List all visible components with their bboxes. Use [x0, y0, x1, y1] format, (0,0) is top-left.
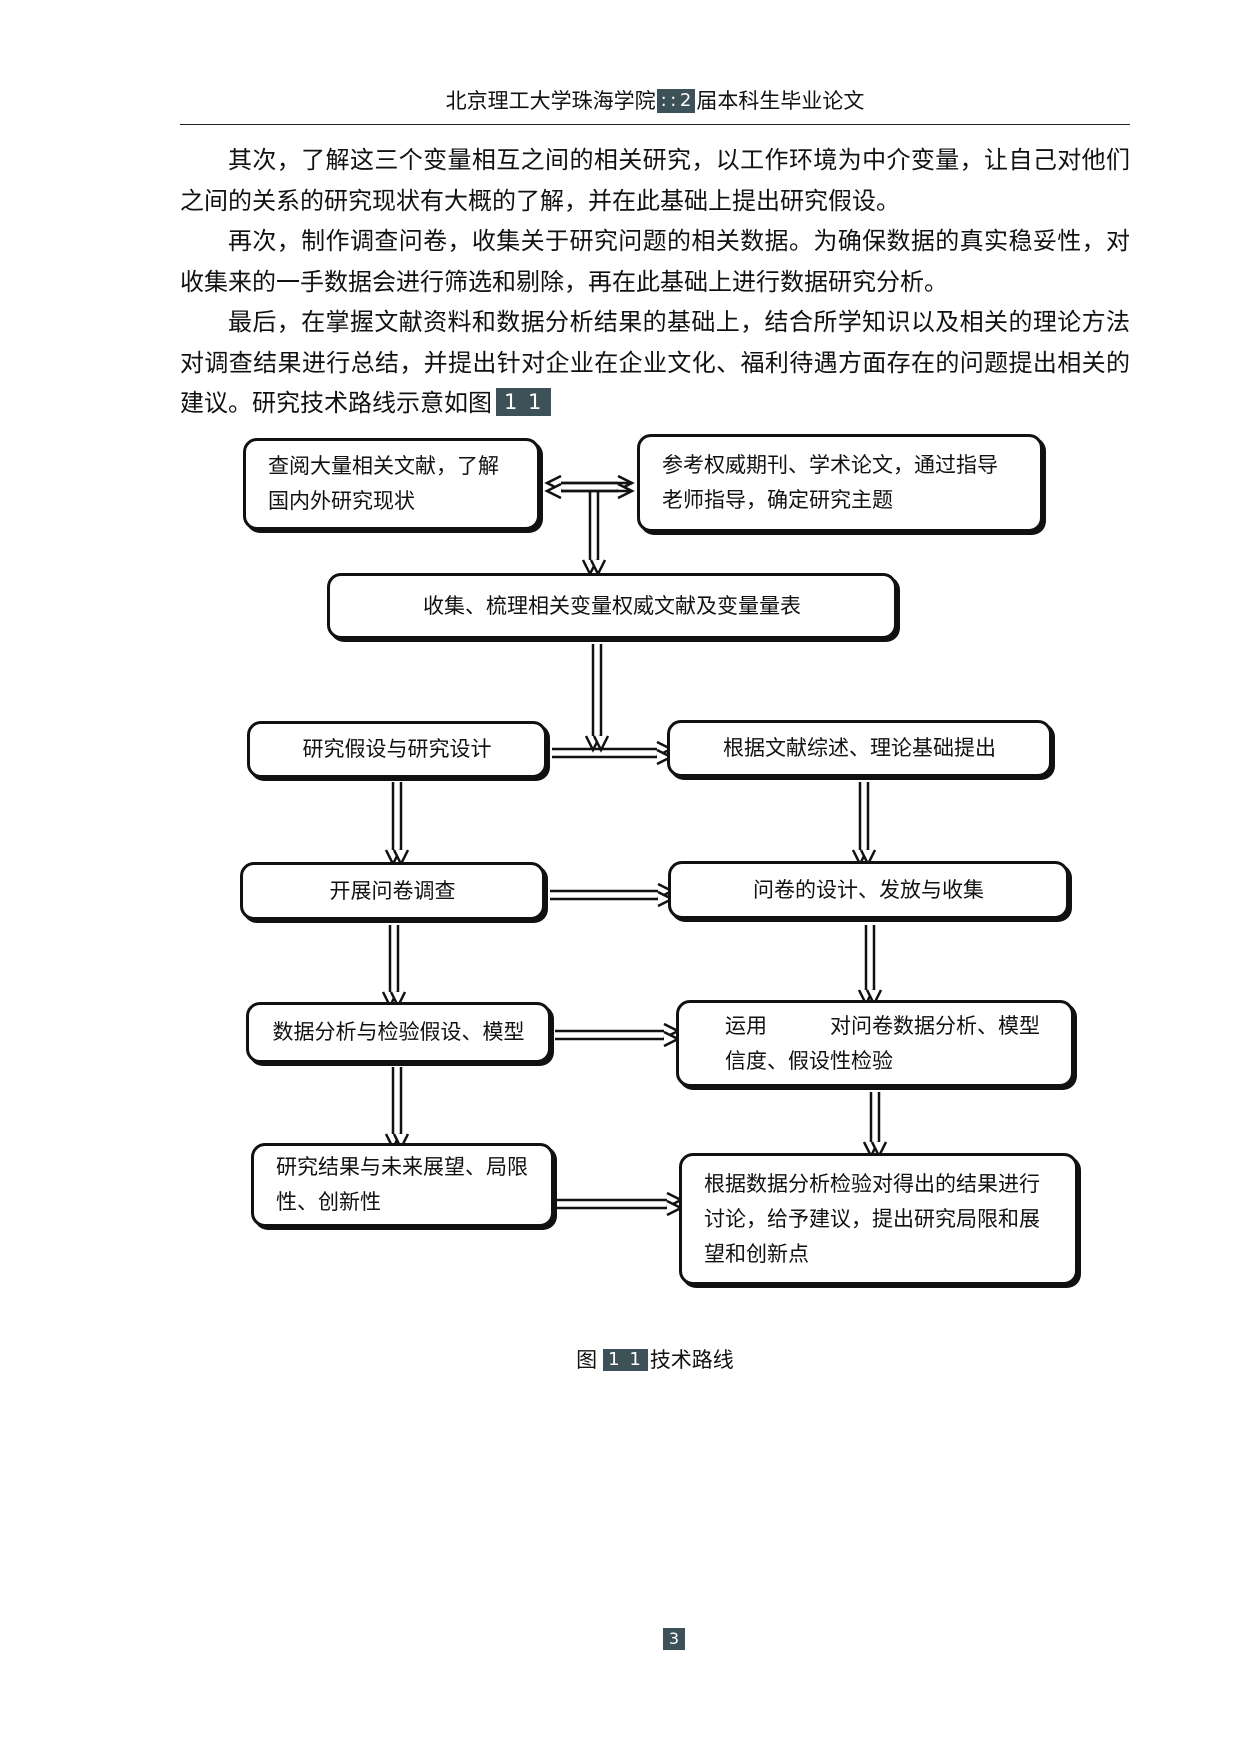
paragraph-2: 再次，制作调查问卷，收集关于研究问题的相关数据。为确保数据的真实稳妥性，对收集来… — [180, 227, 1130, 296]
arrow-results-to-discussion — [556, 1191, 684, 1217]
paragraph-1: 其次，了解这三个变量相互之间的相关研究，以工作环境为中介变量，让自己对他们之间的… — [180, 146, 1130, 215]
arrow-hypothesis-to-theory — [552, 740, 674, 766]
arrow-collect-down — [584, 644, 610, 753]
header-school: 北京理工大学珠海学院 — [445, 89, 656, 113]
header-rule — [180, 124, 1130, 125]
caption-number: 1 1 — [603, 1349, 648, 1371]
arrow-questionnaire-to-software — [857, 925, 883, 1007]
paragraph-3-text: 最后，在掌握文献资料和数据分析结果的基础上，结合所学知识以及相关的理论方法对调查… — [180, 308, 1130, 417]
arrow-down-to-collect — [581, 491, 607, 577]
caption-prefix: 图 — [576, 1348, 598, 1372]
arrow-analysis-to-software — [555, 1022, 681, 1048]
box-data-analysis: 数据分析与检验假设、模型 — [246, 1002, 551, 1063]
arrow-survey-to-questionnaire — [550, 882, 675, 908]
arrow-survey-to-analysis — [381, 925, 407, 1009]
box-hypothesis-design: 研究假设与研究设计 — [247, 721, 547, 778]
box-literature-review: 查阅大量相关文献，了解国内外研究现状 — [243, 438, 540, 530]
page-number: 3 — [663, 1628, 685, 1650]
box-questionnaire-design: 问卷的设计、发放与收集 — [668, 861, 1069, 919]
caption-title: 技术路线 — [649, 1348, 734, 1372]
paragraph-3: 最后，在掌握文献资料和数据分析结果的基础上，结合所学知识以及相关的理论方法对调查… — [180, 302, 1130, 424]
arrow-analysis-to-results — [384, 1067, 410, 1151]
arrow-theory-to-questionnaire — [851, 782, 877, 867]
box-discussion: 根据数据分析检验对得出的结果进行讨论，给予建议，提出研究局限和展望和创新点 — [679, 1153, 1078, 1285]
box-conduct-survey: 开展问卷调查 — [240, 862, 545, 920]
box-research-results: 研究结果与未来展望、局限性、创新性 — [251, 1143, 554, 1227]
arrow-top-bidirectional — [544, 474, 635, 500]
header-thesis-type: 届本科生毕业论文 — [696, 89, 865, 113]
box-collect-literature: 收集、梳理相关变量权威文献及变量量表 — [327, 573, 897, 639]
box-reference-sources: 参考权威期刊、学术论文，通过指导老师指导，确定研究主题 — [637, 434, 1043, 532]
box-software-analysis: 运用 对问卷数据分析、模型信度、假设性检验 — [676, 1000, 1074, 1087]
body-text: 其次，了解这三个变量相互之间的相关研究，以工作环境为中介变量，让自己对他们之间的… — [180, 140, 1130, 424]
arrow-hypothesis-to-survey — [384, 782, 410, 867]
arrow-software-to-discussion — [862, 1092, 888, 1159]
figure-reference: 1 1 — [496, 388, 552, 416]
header-year-mark: : : 2 — [656, 89, 696, 113]
box-theory-basis: 根据文献综述、理论基础提出 — [667, 720, 1052, 777]
